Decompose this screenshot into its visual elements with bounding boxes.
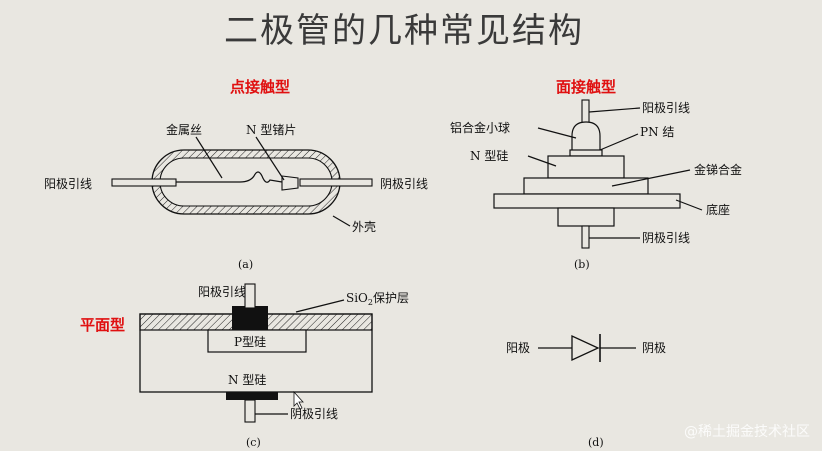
heading-junction-contact: 面接触型 — [556, 78, 616, 96]
watermark: @稀土掘金技术社区 — [684, 424, 810, 440]
panel-c-planar: 平面型 阳极引线 SiO2保护层 P型硅 N 型硅 阴极引线 (c) — [80, 283, 409, 449]
aluminum-ball — [571, 121, 601, 153]
label-n-si-c: N 型硅 — [228, 373, 266, 387]
label-anode-lead-b: 阳极引线 — [642, 101, 690, 115]
label-n-ge: N 型锗片 — [246, 122, 296, 137]
label-sio2: SiO2保护层 — [346, 291, 409, 307]
base-plate — [493, 193, 681, 209]
label-anode-lead-a: 阳极引线 — [44, 177, 92, 191]
caption-d: (d) — [588, 436, 604, 449]
label-gold-wire: 金属丝 — [166, 122, 202, 137]
au-sb-alloy — [523, 177, 649, 195]
label-shell: 外壳 — [352, 220, 376, 234]
label-anode-lead-c: 阳极引线 — [198, 285, 246, 299]
n-si-block — [547, 155, 625, 179]
panel-b-junction-contact: 面接触型 阳极引线 铝合金小球 PN 结 N 型硅 金锑合金 底座 阴极引线 (… — [450, 78, 742, 271]
sio2-suffix: 保护层 — [373, 291, 409, 305]
label-cathode-symbol: 阴极 — [642, 341, 666, 355]
caption-a: (a) — [238, 258, 253, 271]
leader-n-ge — [255, 136, 285, 181]
heading-planar: 平面型 — [80, 316, 125, 334]
label-cathode-lead-a: 阴极引线 — [380, 177, 428, 191]
slide-title: 二极管的几种常见结构 — [224, 11, 584, 51]
heading-point-contact: 点接触型 — [230, 78, 290, 96]
label-cathode-lead-b: 阴极引线 — [642, 231, 690, 245]
panel-d-symbol: 阳极 阴极 (d) — [506, 334, 666, 449]
label-n-si-b: N 型硅 — [470, 149, 508, 163]
label-anode-symbol: 阳极 — [506, 341, 530, 355]
cathode-lead-c — [244, 399, 256, 423]
leader-base — [675, 199, 703, 211]
leader-pn — [599, 133, 639, 151]
leader-anode-b — [588, 107, 641, 113]
pn-junction — [569, 149, 603, 157]
cathode-lead-b — [581, 225, 590, 249]
metal-whisker — [176, 171, 283, 183]
leader-sio2 — [295, 299, 345, 313]
label-al-ball: 铝合金小球 — [450, 120, 510, 135]
leader-al-ball — [537, 127, 577, 139]
n-ge-chip — [281, 175, 299, 191]
panel-a-point-contact: 点接触型 金属丝 N 型锗片 阳极引线 阴极引线 外壳 (a) — [44, 78, 428, 271]
anode-metal-contact — [232, 306, 268, 330]
under-base-block — [557, 207, 615, 227]
anode-lead-wire — [111, 178, 177, 187]
cathode-lead-wire — [299, 178, 373, 187]
caption-c: (c) — [246, 436, 261, 449]
cathode-metal-contact — [226, 392, 278, 400]
label-base: 底座 — [706, 202, 730, 217]
leader-gold-wire — [195, 136, 223, 179]
leader-n-si — [527, 155, 557, 167]
label-au-sb: 金锑合金 — [694, 162, 742, 177]
mouse-cursor-icon — [293, 390, 304, 410]
anode-lead-c — [244, 283, 256, 309]
label-p-si: P型硅 — [234, 335, 266, 349]
label-pn: PN 结 — [640, 125, 674, 139]
sio2-subscript: 2 — [368, 298, 373, 307]
diode-triangle — [571, 334, 600, 362]
sio2-prefix: SiO — [346, 291, 368, 305]
leader-au-sb — [611, 169, 691, 187]
label-cathode-lead-c: 阴极引线 — [290, 407, 338, 421]
leader-shell — [332, 215, 351, 227]
caption-b: (b) — [574, 258, 590, 271]
